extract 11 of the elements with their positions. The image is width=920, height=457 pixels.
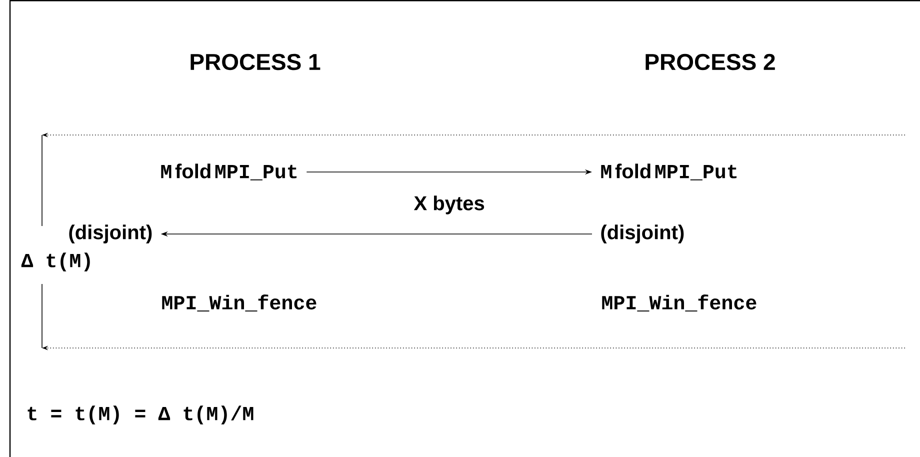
statement-text: M fold MPI_Put <box>161 164 297 180</box>
title: PROCESS 2 <box>646 54 775 70</box>
dimension-label: Δ t(M) <box>21 252 90 272</box>
statement-text: MPI_Win_fence <box>602 294 756 312</box>
title: PROCESS 1 <box>190 54 320 70</box>
statement-text: M fold MPI_Put <box>601 164 736 180</box>
note-text: (disjoint) <box>69 224 152 244</box>
edge-label: X bytes <box>414 196 484 214</box>
note-text: (disjoint) <box>601 224 684 244</box>
formula-text: t = t(M) = Δ t(M)/M <box>28 406 254 424</box>
statement-text: MPI_Win_fence <box>162 294 316 312</box>
